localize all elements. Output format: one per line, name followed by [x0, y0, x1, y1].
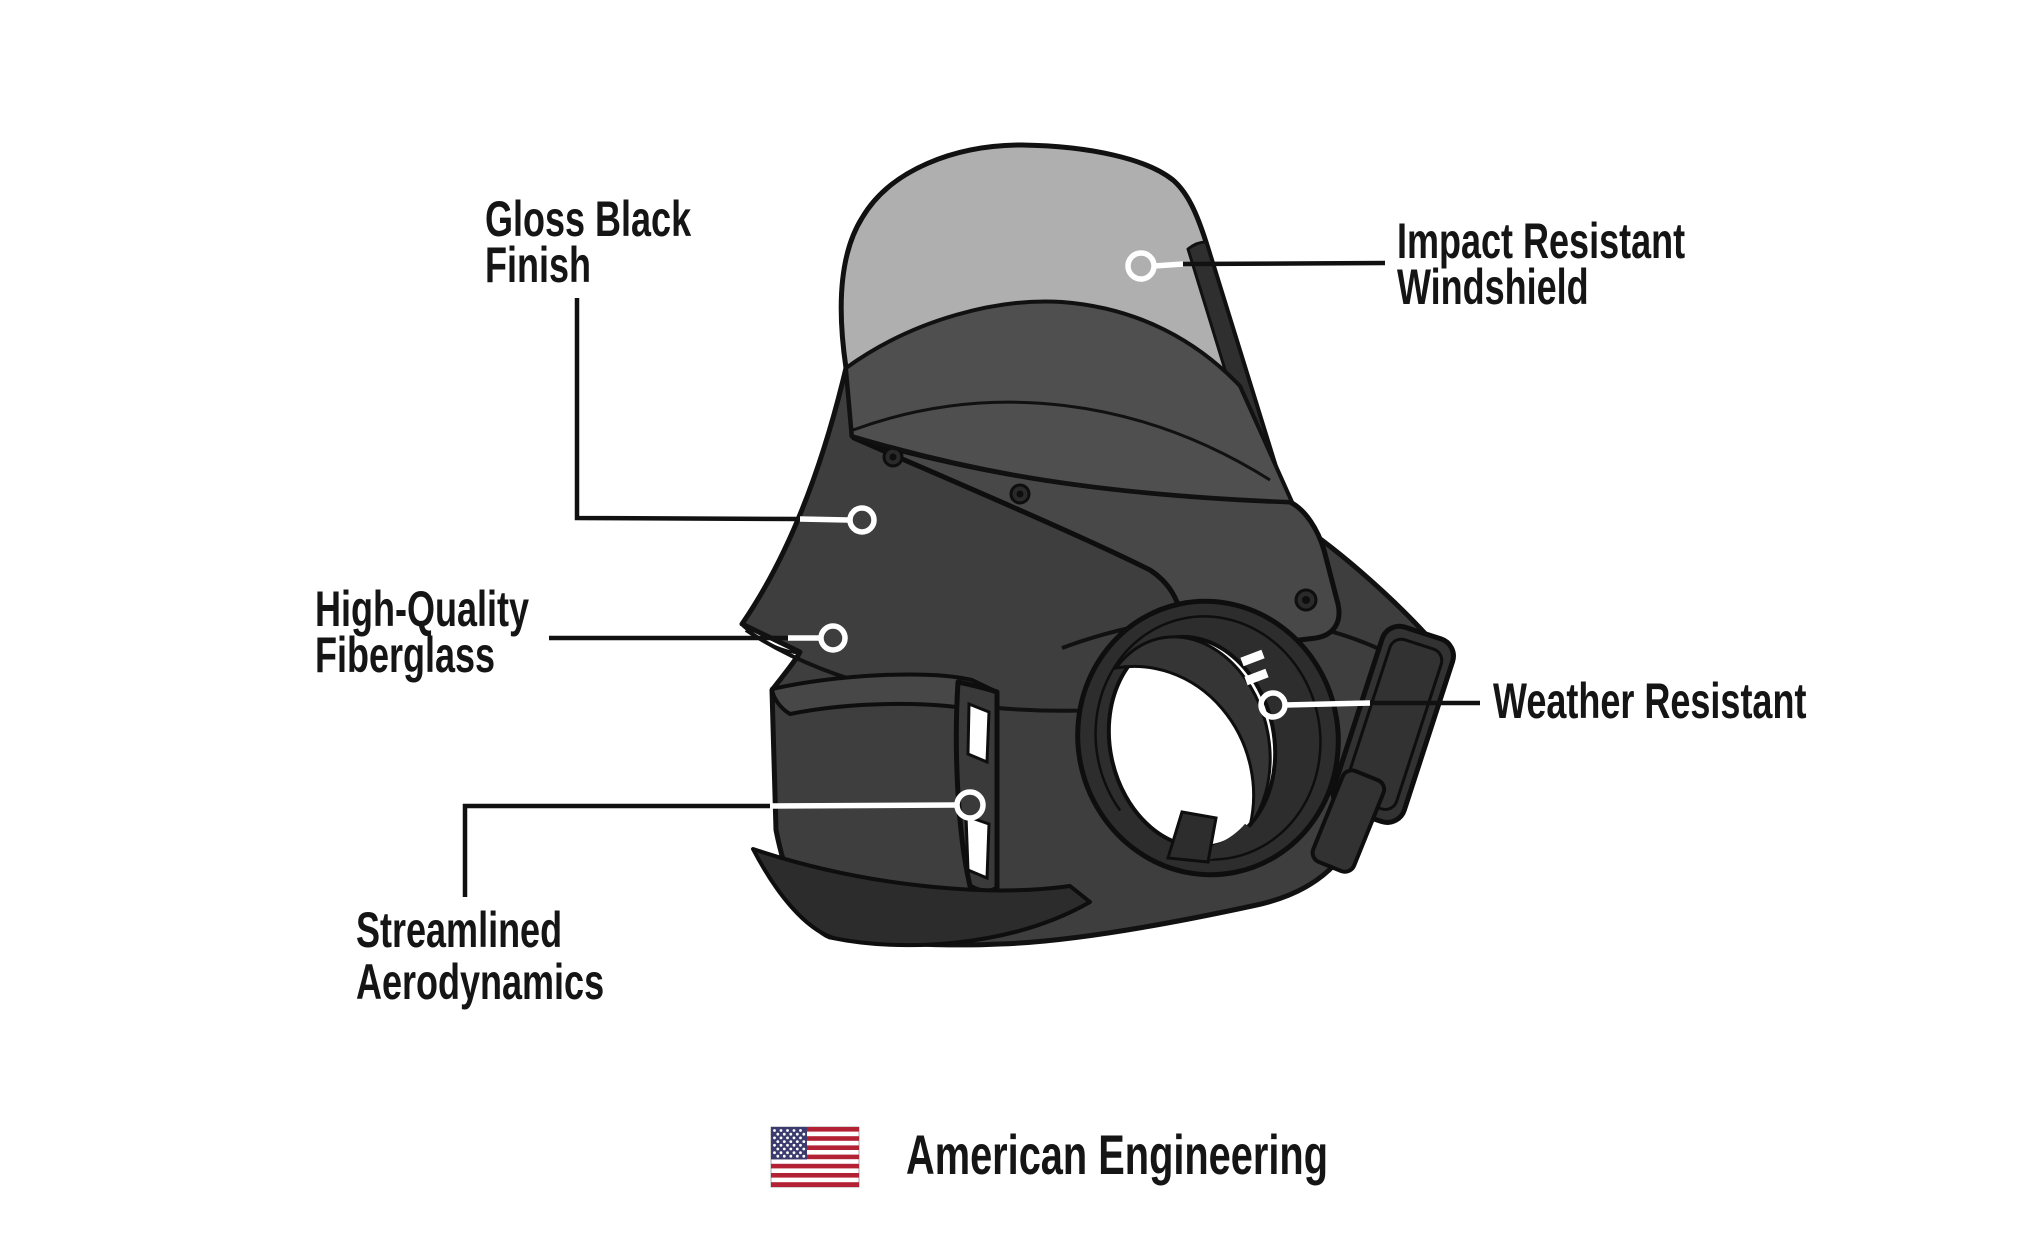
marker-gloss	[847, 505, 877, 535]
label-high-quality-fiberglass: High-Quality Fiberglass	[315, 581, 529, 683]
label-gloss-black-finish: Gloss Black Finish	[485, 191, 692, 293]
chin-shadow	[751, 847, 1092, 948]
label-line: Aerodynamics	[356, 954, 605, 1010]
marker-fiberglass	[818, 623, 848, 653]
label-line: Finish	[485, 237, 591, 293]
label-impact-resistant-windshield: Impact Resistant Windshield	[1397, 213, 1686, 315]
label-line: Weather Resistant	[1493, 673, 1807, 729]
beak-notch-line	[742, 624, 801, 655]
inner-shell-crease	[852, 400, 1271, 482]
inner-shell	[844, 299, 1294, 504]
label-weather-resistant: Weather Resistant	[1493, 673, 1807, 729]
outer-flange	[1310, 623, 1456, 874]
side-vent-scoop	[770, 672, 1000, 894]
vent-slot-upper	[966, 701, 991, 765]
leader-impact	[1182, 260, 1386, 267]
us-flag-icon	[770, 1126, 860, 1188]
label-line: Impact Resistant	[1397, 213, 1686, 269]
label-streamlined-aerodynamics: Streamlined Aerodynamics	[356, 904, 604, 1008]
label-line: Fiberglass	[315, 627, 496, 683]
leader-gloss	[574, 298, 801, 522]
footer-tagline: American Engineering	[906, 1123, 1329, 1186]
label-line: Streamlined	[356, 902, 563, 958]
marker-aero	[954, 789, 986, 821]
leader-lines	[462, 250, 1480, 897]
label-line: High-Quality	[315, 581, 529, 637]
vent-slot-lower	[964, 813, 991, 881]
label-line: Gloss Black	[485, 191, 692, 247]
label-line: Windshield	[1397, 259, 1589, 315]
leader-aero	[462, 803, 770, 897]
headlight-bezel	[1075, 598, 1341, 878]
